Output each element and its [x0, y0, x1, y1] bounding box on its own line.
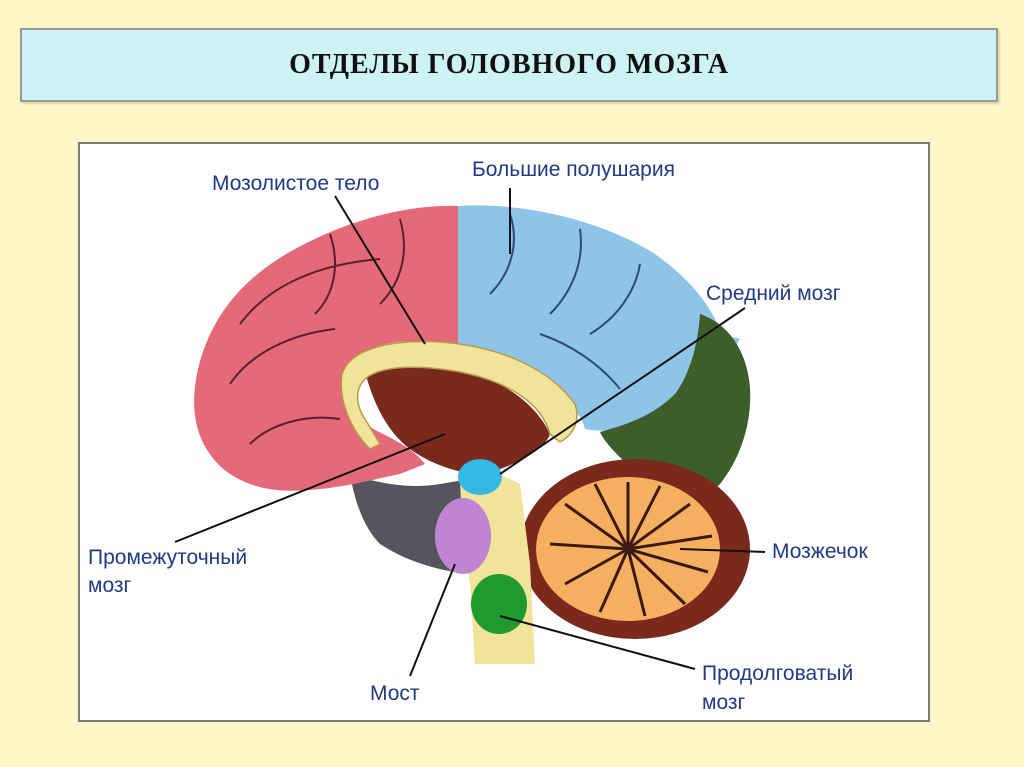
- medulla-oblongata: [471, 574, 527, 634]
- midbrain: [458, 459, 502, 495]
- label-cerebellum: Мозжечок: [772, 540, 868, 563]
- leader-cerebellum: [679, 548, 766, 553]
- leader-medulla: [499, 615, 696, 670]
- brain-diagram: Мозолистое тело Большие полушария Средни…: [88, 158, 868, 714]
- leader-midbrain: [499, 307, 746, 475]
- leader-lines: [174, 188, 766, 677]
- label-diencephalon-line1: Промежуточный: [88, 546, 247, 569]
- label-hemispheres: Большие полушария: [472, 158, 675, 181]
- frontal-hemisphere: [194, 205, 458, 491]
- label-pons: Мост: [370, 682, 420, 705]
- label-medulla-line1: Продолговатый: [702, 662, 853, 685]
- cerebellum-folia: [549, 482, 713, 617]
- label-diencephalon-line2: мозг: [88, 574, 132, 597]
- occipital-lobe: [600, 314, 751, 497]
- label-medulla-line2: мозг: [702, 691, 746, 714]
- leader-pons: [409, 563, 456, 677]
- corpus-callosum: [340, 340, 578, 450]
- label-corpus-callosum: Мозолистое тело: [212, 172, 379, 195]
- parietal-gyri: [489, 213, 641, 390]
- page-title: ОТДЕЛЫ ГОЛОВНОГО МОЗГА: [289, 49, 729, 80]
- leader-corpus-callosum: [334, 195, 426, 345]
- label-midbrain: Средний мозг: [706, 282, 841, 305]
- title-banner: ОТДЕЛЫ ГОЛОВНОГО МОЗГА: [20, 28, 998, 102]
- pons: [435, 498, 491, 574]
- diencephalon-region: [365, 362, 550, 474]
- frontal-gyri: [229, 218, 405, 445]
- brain-diagram-frame: Мозолистое тело Большие полушария Средни…: [78, 142, 930, 722]
- leader-diencephalon: [174, 433, 446, 543]
